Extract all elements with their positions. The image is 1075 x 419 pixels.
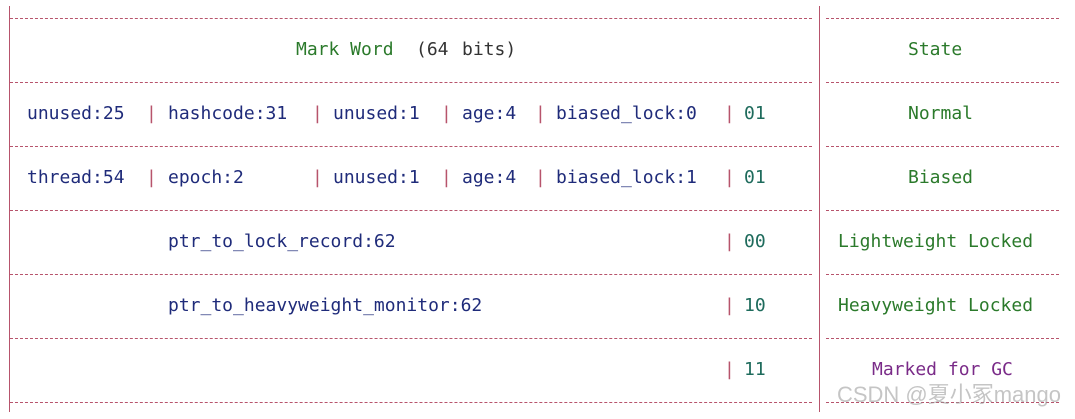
field-divider: | (724, 167, 735, 188)
state-heavyweight-locked: Heavyweight Locked (838, 295, 1034, 316)
field-divider: | (724, 295, 735, 316)
bits-unit: bits) (462, 39, 517, 60)
field-divider: | (441, 103, 452, 124)
lock-bits: 01 (744, 167, 766, 188)
field-ptr-to-lock-record: ptr_to_lock_record:62 (168, 231, 396, 252)
field-epoch: epoch:2 (168, 167, 244, 188)
mark-word-title: Mark Word (296, 39, 394, 60)
field-divider: | (441, 167, 452, 188)
separator-line (10, 274, 812, 275)
separator-line (826, 338, 1059, 339)
field-divider: | (312, 167, 323, 188)
left-border (9, 6, 10, 412)
bits-open: (64 (416, 39, 449, 60)
separator-line (826, 82, 1059, 83)
separator-line (10, 402, 812, 403)
separator-line (10, 18, 812, 19)
field-divider: | (146, 103, 157, 124)
field-divider: | (312, 103, 323, 124)
separator-line (826, 146, 1059, 147)
separator-line (10, 338, 812, 339)
lock-bits: 10 (744, 295, 766, 316)
field-hashcode: hashcode:31 (168, 103, 288, 124)
lock-bits: 11 (744, 359, 766, 380)
field-divider: | (724, 231, 735, 252)
lock-bits: 00 (744, 231, 766, 252)
field-divider: | (724, 103, 735, 124)
column-divider (819, 6, 820, 412)
lock-bits: 01 (744, 103, 766, 124)
field-biased-lock: biased_lock:0 (556, 103, 697, 124)
state-biased: Biased (908, 167, 974, 188)
separator-line (10, 82, 812, 83)
field-unused-1: unused:1 (333, 167, 420, 188)
separator-line (826, 18, 1059, 19)
field-divider: | (146, 167, 157, 188)
field-biased-lock: biased_lock:1 (556, 167, 697, 188)
state-lightweight-locked: Lightweight Locked (838, 231, 1034, 252)
separator-line (10, 210, 812, 211)
state-normal: Normal (908, 103, 974, 124)
field-divider: | (535, 167, 546, 188)
separator-line (10, 146, 812, 147)
field-ptr-to-heavyweight-monitor: ptr_to_heavyweight_monitor:62 (168, 295, 483, 316)
field-age: age:4 (462, 103, 517, 124)
field-unused-1: unused:1 (333, 103, 420, 124)
separator-line (826, 210, 1059, 211)
state-header: State (908, 39, 963, 60)
field-unused-25: unused:25 (27, 103, 125, 124)
field-divider: | (535, 103, 546, 124)
csdn-watermark: CSDN @夏小冢mango (836, 382, 1061, 407)
field-thread: thread:54 (27, 167, 125, 188)
state-marked-for-gc: Marked for GC (872, 359, 1013, 380)
separator-line (826, 402, 1059, 403)
field-divider: | (724, 359, 735, 380)
separator-line (826, 274, 1059, 275)
field-age: age:4 (462, 167, 517, 188)
